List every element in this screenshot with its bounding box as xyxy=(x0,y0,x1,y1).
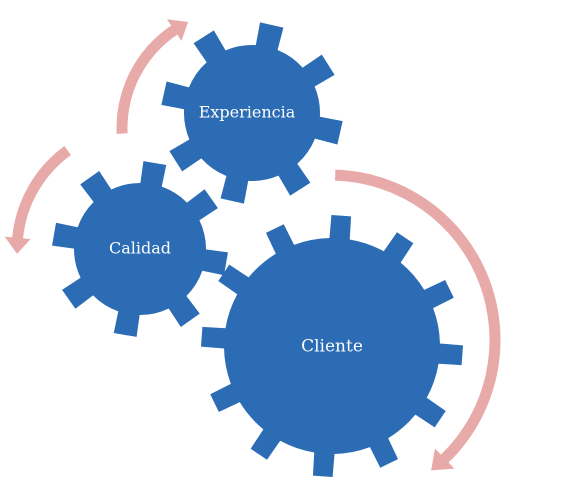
gear-icon xyxy=(201,215,463,477)
gear-experiencia: Experiencia xyxy=(161,22,343,204)
curved-arrow-down-icon xyxy=(4,146,71,254)
gear-label-calidad: Calidad xyxy=(109,239,171,258)
gear-cliente: Cliente xyxy=(201,215,463,477)
gear-calidad: Calidad xyxy=(52,161,228,337)
gear-icon xyxy=(161,22,343,204)
arrow-top-left xyxy=(116,19,189,134)
curved-arrow-up-icon xyxy=(116,19,189,134)
gear-icon xyxy=(52,161,228,337)
arrow-left xyxy=(4,146,71,254)
gear-label-experiencia: Experiencia xyxy=(199,103,296,122)
arrow-right xyxy=(335,169,501,471)
curved-arrow-down-icon xyxy=(335,169,501,471)
gear-label-cliente: Cliente xyxy=(301,337,363,357)
